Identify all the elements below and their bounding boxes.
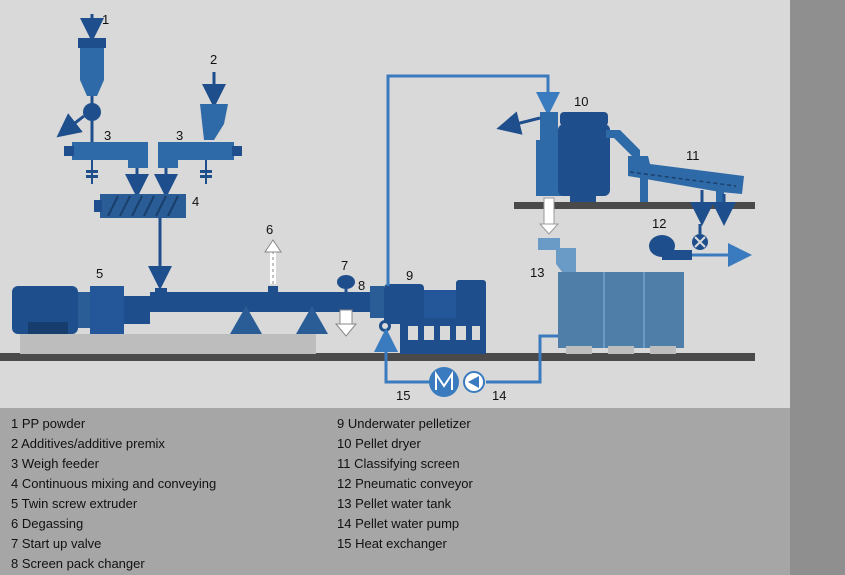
extruder-base: [20, 334, 316, 354]
callout-12: 12: [652, 216, 666, 231]
callout-10: 10: [574, 94, 588, 109]
callout-14: 14: [492, 388, 506, 403]
legend-item: 8 Screen pack changer: [11, 556, 145, 571]
legend-item: 15 Heat exchanger: [337, 536, 447, 551]
pellet-water-pipe-up: [386, 74, 560, 286]
callout-5: 5: [96, 266, 103, 281]
legend-right-column: 9 Underwater pelletizer 10 Pellet dryer …: [337, 414, 473, 554]
underwater-pelletizer: [379, 280, 486, 354]
callout-15: 15: [396, 388, 410, 403]
legend-item: 7 Start up valve: [11, 536, 102, 551]
pellet-water-return-loop: [386, 336, 558, 384]
degassing-vent: [264, 239, 282, 284]
callout-3a: 3: [104, 128, 111, 143]
screen-pack-changer: [370, 286, 384, 318]
callout-6: 6: [266, 222, 273, 237]
callout-1: 1: [102, 12, 109, 27]
legend-item: 4 Continuous mixing and conveying: [11, 476, 217, 491]
legend-item: 3 Weigh feeder: [11, 456, 99, 471]
pellet-water-pump: [463, 371, 485, 393]
weigh-feeder-a: [64, 142, 148, 184]
callout-8: 8: [358, 278, 365, 293]
heat-exchanger: [429, 367, 459, 397]
pellet-dryer: [496, 111, 640, 202]
legend-item: 10 Pellet dryer: [337, 436, 421, 451]
callout-4: 4: [192, 194, 199, 209]
continuous-mixer: [94, 194, 186, 290]
additives-hopper: [200, 72, 228, 140]
dryer-chute: [538, 197, 560, 235]
callout-2: 2: [210, 52, 217, 67]
callout-3b: 3: [176, 128, 183, 143]
callout-9: 9: [406, 268, 413, 283]
floor-main: [0, 353, 755, 361]
pellet-water-tank: [538, 238, 684, 354]
legend-panel: [0, 408, 790, 575]
legend-item: 5 Twin screw extruder: [11, 496, 138, 511]
legend-item: 14 Pellet water pump: [337, 516, 460, 531]
twin-screw-extruder: [12, 286, 370, 334]
legend-item: 9 Underwater pelletizer: [337, 416, 471, 431]
callout-11: 11: [686, 148, 700, 163]
classifying-screen: [628, 156, 744, 226]
legend-item: 1 PP powder: [11, 416, 86, 431]
weigh-feeder-b: [158, 142, 242, 184]
pp-powder-hopper: [56, 14, 106, 142]
platform-dryer: [514, 202, 755, 209]
legend-item: 13 Pellet water tank: [337, 496, 452, 511]
legend-item: 12 Pneumatic conveyor: [337, 476, 473, 491]
legend-item: 11 Classifying screen: [337, 456, 460, 471]
start-up-valve: [334, 275, 358, 337]
pneumatic-conveyor: [649, 224, 752, 267]
legend-item: 6 Degassing: [11, 516, 84, 531]
legend-left-column: 1 PP powder 2 Additives/additive premix …: [11, 414, 216, 574]
callout-7: 7: [341, 258, 348, 273]
legend-item: 2 Additives/additive premix: [11, 436, 165, 451]
callout-13: 13: [530, 265, 544, 280]
